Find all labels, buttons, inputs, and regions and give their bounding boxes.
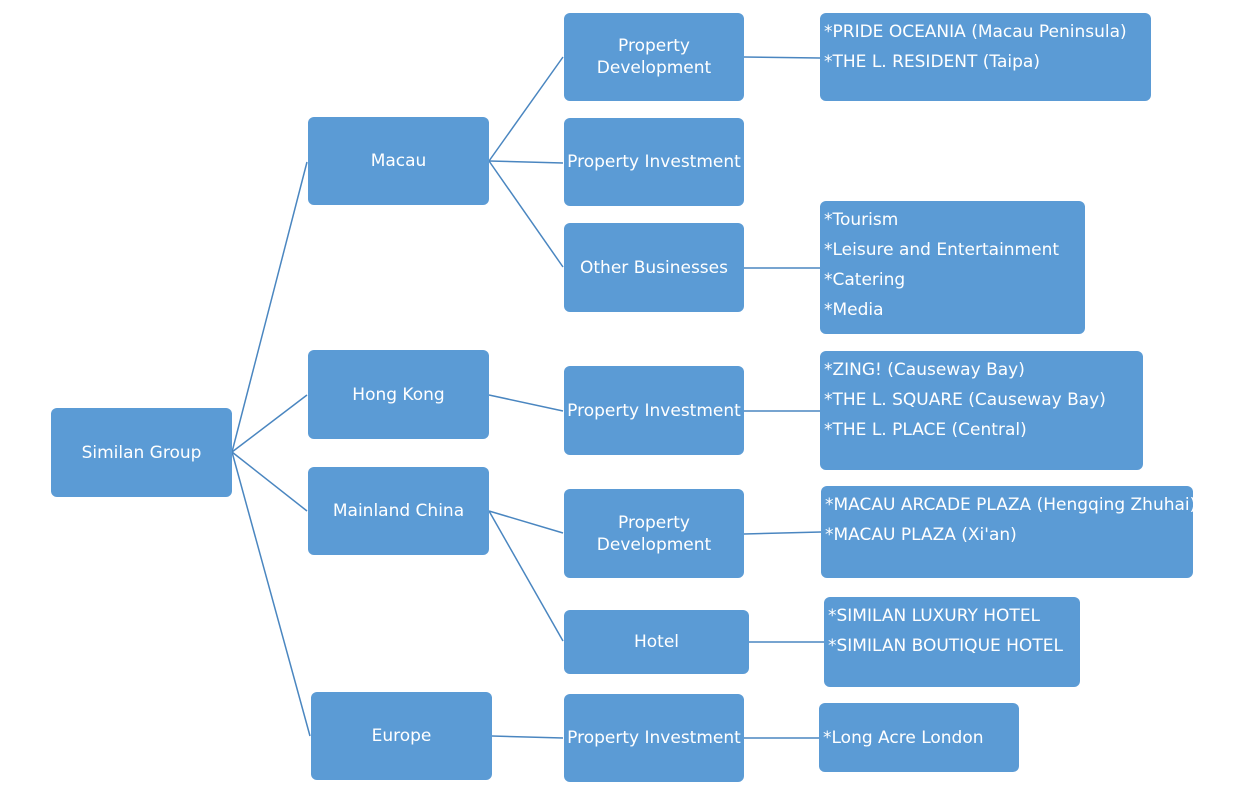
link-macau-dev-list bbox=[743, 56, 821, 59]
region-hongkong: Hong Kong bbox=[308, 350, 489, 439]
list-item: *Media bbox=[824, 300, 884, 320]
link-china-dev-list bbox=[743, 531, 822, 535]
region-mainland-china: Mainland China bbox=[308, 467, 489, 555]
list-item: *ZING! (Causeway Bay) bbox=[824, 360, 1025, 380]
link-root-mainland bbox=[231, 451, 308, 512]
list-china-property-development: *MACAU ARCADE PLAZA (Hengqing Zhuhai) *M… bbox=[821, 486, 1197, 578]
link-china-hotel bbox=[488, 510, 564, 642]
list-china-hotel: *SIMILAN LUXURY HOTEL *SIMILAN BOUTIQUE … bbox=[824, 597, 1080, 687]
list-item: *SIMILAN LUXURY HOTEL bbox=[828, 606, 1041, 626]
category-china-hotel: Hotel bbox=[564, 610, 749, 674]
category-macau-property-investment: Property Investment bbox=[564, 118, 744, 206]
region-europe-label: Europe bbox=[371, 726, 432, 746]
list-item: *THE L. SQUARE (Causeway Bay) bbox=[824, 390, 1106, 410]
category-label: Property Investment bbox=[567, 728, 741, 748]
category-hk-property-investment: Property Investment bbox=[564, 366, 744, 455]
category-label: Property Development bbox=[596, 36, 712, 78]
list-item: *Leisure and Entertainment bbox=[824, 240, 1060, 260]
link-macau-dev bbox=[488, 56, 564, 162]
category-china-property-development: Property Development bbox=[564, 489, 744, 578]
list-item: *Long Acre London bbox=[823, 728, 984, 748]
list-item: *PRIDE OCEANIA (Macau Peninsula) bbox=[824, 22, 1127, 42]
link-macau-inv bbox=[488, 160, 564, 164]
category-macau-other-businesses: Other Businesses bbox=[564, 223, 744, 312]
category-label: Property Investment bbox=[567, 400, 741, 421]
link-hk-inv bbox=[488, 394, 564, 412]
list-macau-property-development: *PRIDE OCEANIA (Macau Peninsula) *THE L.… bbox=[820, 13, 1151, 101]
category-label: Property Development bbox=[596, 512, 712, 555]
list-hk-property-investment: *ZING! (Causeway Bay) *THE L. SQUARE (Ca… bbox=[820, 351, 1143, 470]
list-item: *THE L. RESIDENT (Taipa) bbox=[824, 52, 1040, 72]
list-europe-property-investment: *Long Acre London bbox=[819, 703, 1019, 772]
region-europe: Europe bbox=[311, 692, 492, 780]
region-macau-label: Macau bbox=[370, 151, 427, 171]
list-item: *Tourism bbox=[824, 210, 899, 230]
list-item: *SIMILAN BOUTIQUE HOTEL bbox=[828, 636, 1063, 656]
link-china-dev bbox=[488, 510, 564, 534]
list-item: *THE L. PLACE (Central) bbox=[824, 420, 1027, 440]
link-europe-inv bbox=[491, 735, 564, 739]
list-item: *Catering bbox=[824, 270, 906, 290]
list-item: *MACAU ARCADE PLAZA (Hengqing Zhuhai) bbox=[825, 495, 1197, 515]
category-macau-property-development: Property Development bbox=[564, 13, 744, 101]
region-mainland-label: Mainland China bbox=[332, 501, 465, 521]
category-label: Other Businesses bbox=[580, 257, 728, 278]
link-macau-other bbox=[488, 160, 564, 268]
category-label: Property Investment bbox=[567, 152, 741, 172]
root-node: Similan Group bbox=[51, 408, 232, 497]
root-label: Similan Group bbox=[81, 442, 202, 463]
region-macau: Macau bbox=[308, 117, 489, 205]
list-macau-other-businesses: *Tourism *Leisure and Entertainment *Cat… bbox=[820, 201, 1085, 334]
list-item: *MACAU PLAZA (Xi'an) bbox=[825, 525, 1017, 545]
region-hongkong-label: Hong Kong bbox=[352, 384, 445, 405]
category-label: Hotel bbox=[633, 632, 680, 652]
link-root-europe bbox=[231, 451, 311, 737]
link-root-hongkong bbox=[231, 394, 308, 453]
link-root-macau bbox=[231, 161, 308, 453]
category-europe-property-investment: Property Investment bbox=[564, 694, 744, 782]
